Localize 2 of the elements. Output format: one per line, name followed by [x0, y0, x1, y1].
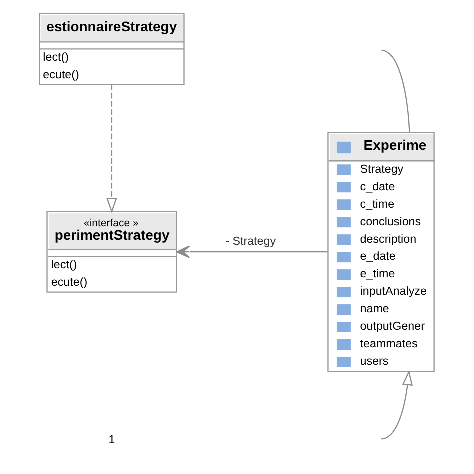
- label: 1: [108, 432, 116, 446]
- edge-label: - Strategy: [226, 234, 276, 248]
